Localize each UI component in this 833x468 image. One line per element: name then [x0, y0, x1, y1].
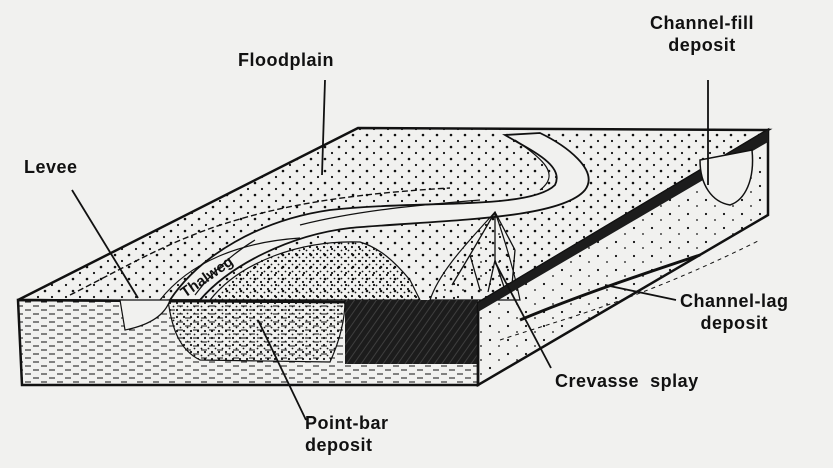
label-channel-fill-line1: Channel-fill: [650, 12, 754, 34]
label-crevasse-splay: Crevasse splay: [555, 370, 699, 392]
label-levee: Levee: [24, 156, 78, 178]
label-channel-fill: Channel-fill deposit: [650, 12, 754, 56]
label-point-bar: Point-bar deposit: [305, 412, 389, 456]
label-floodplain: Floodplain: [238, 49, 334, 71]
label-channel-lag: Channel-lag deposit: [680, 290, 789, 334]
channel-fill-front: [168, 300, 345, 362]
label-channel-lag-line2: deposit: [680, 312, 789, 334]
label-channel-fill-line2: deposit: [650, 34, 754, 56]
label-point-bar-line1: Point-bar: [305, 412, 389, 434]
label-point-bar-line2: deposit: [305, 434, 389, 456]
label-channel-lag-line1: Channel-lag: [680, 290, 789, 312]
